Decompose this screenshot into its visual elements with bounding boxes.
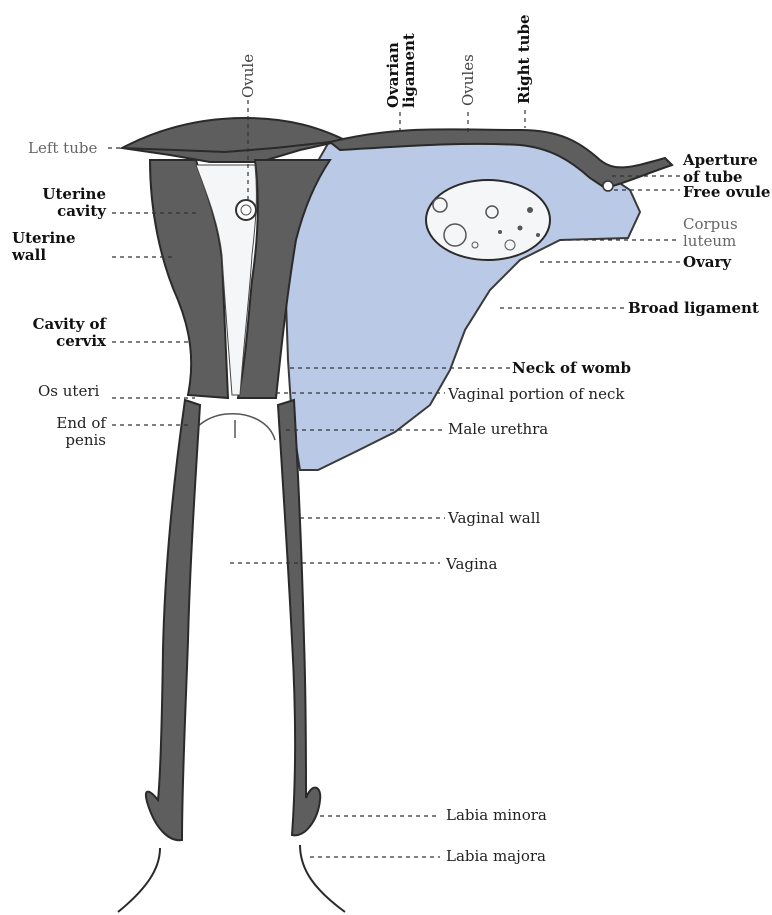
label-uterine-wall: Uterine wall (12, 230, 76, 264)
ovule-shape (236, 200, 256, 220)
vaginal-wall-left (146, 400, 200, 840)
ovary-shape (426, 180, 550, 260)
label-os-uteri: Os uteri (38, 383, 99, 400)
os-uteri-arc (190, 414, 275, 440)
label-male-urethra: Male urethra (448, 421, 548, 438)
label-aperture-of-tube: Aperture of tube (683, 152, 758, 186)
label-neck-of-womb: Neck of womb (512, 360, 631, 377)
label-ovule: Ovule (240, 54, 256, 98)
label-ovarian-ligament: Ovarian ligament (385, 33, 417, 108)
label-cavity-of-cervix: Cavity of cervix (8, 316, 106, 350)
free-ovule-shape (603, 181, 613, 191)
label-vagina: Vagina (446, 556, 497, 573)
label-uterine-cavity: Uterine cavity (12, 186, 106, 220)
label-broad-ligament: Broad ligament (628, 300, 759, 317)
label-labia-minora: Labia minora (446, 807, 547, 824)
label-right-tube: Right tube (516, 14, 532, 104)
label-ovules: Ovules (460, 54, 476, 106)
label-vaginal-wall: Vaginal wall (448, 510, 540, 527)
label-end-of-penis: End of penis (30, 415, 106, 449)
labia-majora-right (300, 845, 345, 912)
label-corpus-luteum: Corpus luteum (683, 216, 738, 250)
labia-majora-left (118, 848, 160, 912)
uterine-fundus (122, 118, 345, 162)
label-left-tube: Left tube (28, 140, 97, 157)
label-ovary: Ovary (683, 254, 731, 271)
label-free-ovule: Free ovule (683, 184, 770, 201)
label-vaginal-portion-of-neck: Vaginal portion of neck (448, 386, 624, 403)
label-labia-majora: Labia majora (446, 848, 546, 865)
